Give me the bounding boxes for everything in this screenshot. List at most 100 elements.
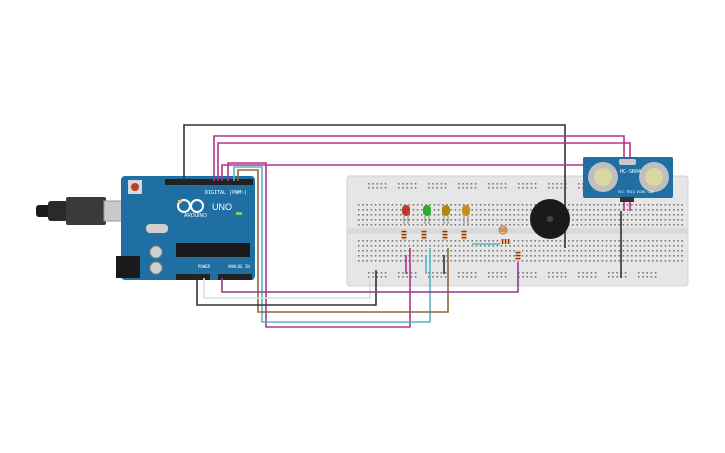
hole: [368, 183, 370, 185]
hole: [479, 204, 482, 206]
hole: [584, 209, 587, 211]
hole: [442, 224, 444, 226]
hole: [509, 250, 511, 252]
hole: [402, 276, 404, 278]
hole: [412, 250, 415, 252]
hole: [677, 209, 679, 211]
hole: [642, 272, 644, 274]
hole: [475, 255, 478, 257]
hole: [513, 219, 515, 221]
hole: [488, 260, 490, 262]
hole: [433, 260, 436, 262]
hole: [589, 209, 591, 211]
hole: [414, 272, 417, 274]
hole: [610, 255, 612, 257]
hole: [450, 214, 452, 216]
hole: [454, 219, 457, 221]
resistor: [500, 239, 511, 244]
hole: [572, 240, 574, 242]
hole: [517, 209, 520, 211]
hole: [548, 183, 550, 185]
hole: [444, 187, 447, 189]
hole: [517, 224, 520, 226]
hole: [454, 214, 457, 216]
hole: [580, 245, 583, 247]
hole: [584, 204, 587, 206]
breadboard: [346, 175, 689, 287]
hole: [534, 245, 536, 247]
hole: [358, 224, 360, 226]
hole: [647, 204, 650, 206]
hole: [412, 214, 415, 216]
hole: [631, 214, 633, 216]
hole: [410, 183, 413, 185]
hole: [484, 224, 486, 226]
hole: [639, 224, 641, 226]
hole: [513, 255, 515, 257]
hole: [387, 255, 389, 257]
hole: [384, 183, 387, 185]
hole: [474, 272, 477, 274]
hole: [380, 183, 383, 185]
hole: [379, 255, 381, 257]
hole: [555, 245, 557, 247]
hole: [421, 214, 423, 216]
hole: [530, 260, 532, 262]
hole: [551, 255, 553, 257]
hole: [406, 187, 408, 189]
hole: [358, 255, 360, 257]
hole: [500, 214, 503, 216]
arduino-logo: [177, 199, 204, 213]
hole: [400, 224, 402, 226]
hole: [635, 250, 637, 252]
hole: [618, 255, 620, 257]
hole: [576, 209, 578, 211]
hole: [517, 204, 520, 206]
hole: [530, 272, 533, 274]
hole: [572, 214, 574, 216]
hole: [618, 245, 620, 247]
hole: [552, 276, 554, 278]
hole: [454, 250, 457, 252]
hole: [521, 224, 524, 226]
hole: [521, 240, 524, 242]
hole: [626, 240, 629, 242]
resistor-band: [401, 231, 407, 233]
hole: [559, 255, 562, 257]
hole: [379, 209, 381, 211]
hole: [488, 204, 490, 206]
hole: [552, 272, 554, 274]
hole: [584, 214, 587, 216]
hole: [395, 255, 398, 257]
hole: [414, 183, 417, 185]
hole: [458, 214, 461, 216]
hole: [610, 260, 612, 262]
hole: [517, 214, 520, 216]
hole: [442, 250, 444, 252]
hole: [673, 245, 675, 247]
hole: [668, 240, 671, 242]
hole: [576, 219, 578, 221]
hole: [416, 224, 419, 226]
hole: [605, 209, 608, 211]
hole: [467, 255, 469, 257]
hole: [404, 260, 406, 262]
hole: [484, 255, 486, 257]
hole: [639, 240, 641, 242]
hole: [534, 240, 536, 242]
hole: [391, 214, 394, 216]
hole: [618, 214, 620, 216]
hole: [492, 260, 494, 262]
hole: [622, 260, 625, 262]
hole: [387, 204, 389, 206]
hole: [660, 240, 662, 242]
hole: [548, 272, 550, 274]
hole: [433, 250, 436, 252]
hole: [425, 240, 427, 242]
hole: [442, 240, 444, 242]
hole: [660, 255, 662, 257]
hole: [650, 276, 653, 278]
hole: [402, 187, 404, 189]
hole: [471, 260, 473, 262]
